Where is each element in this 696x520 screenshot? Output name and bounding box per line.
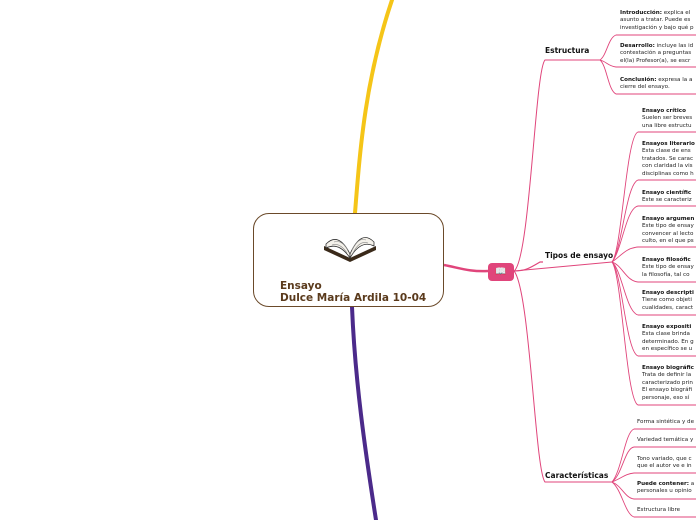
tipos-item-biografico[interactable]: Ensayo biográfic Trata de definir la car… [642,365,694,402]
item-line: culto, en el que ps [642,238,694,244]
caracteristicas-item-variedad[interactable]: Variedad temática y [637,437,693,444]
central-title-line: Ensayo [280,280,426,292]
purple-branch [352,307,376,520]
branch-label-estructura[interactable]: Estructura [545,46,589,55]
estructura-item-desarrollo[interactable]: Desarrollo: incluye las id contestación … [620,43,693,65]
item-line: caracterizado prin [642,380,693,386]
item-title: Ensayo argumen [642,216,694,222]
item-title: Ensayo biográfic [642,365,694,371]
link-tipos [514,262,612,271]
item-title: Puede contener: [637,481,689,487]
link-estructura [514,60,600,271]
book-badge-icon[interactable]: 📖 [488,263,514,281]
item-line: Esta clase de ens [642,148,691,154]
caracteristicas-item-tono[interactable]: Tono variado, que c que el autor ve e in [637,456,692,471]
tipos-item-filosofico[interactable]: Ensayo filosófic Este tipo de ensay la f… [642,257,694,279]
central-topic-node[interactable]: Ensayo Dulce María Ardila 10-04 [253,213,444,307]
tipos-item-literario[interactable]: Ensayos literario Esta clase de ens trat… [642,141,695,178]
item-line: Esta clase brinda [642,331,690,337]
estructura-item-conclusion[interactable]: Conclusión: expresa la a cierre del ensa… [620,77,692,92]
item-line: Estructura libre [637,507,680,513]
item-title: Desarrollo: [620,43,655,49]
item-line: Forma sintética y de [637,419,694,425]
item-line: personales u opinio [637,488,692,494]
pink-main-branch [444,265,488,271]
item-line: con claridad la vis [642,163,693,169]
item-line: la filosofía, tal co [642,272,690,278]
item-line: contestación a preguntas [620,50,691,56]
item-line: explica el [662,10,690,16]
yellow-branch [355,0,392,213]
item-title: Conclusión: [620,77,656,83]
tipos-item-argumentativo[interactable]: Ensayo argumen Este tipo de ensay conven… [642,216,694,246]
item-line: convencer al lecto [642,231,693,237]
item-line: una libre estructu [642,123,692,129]
caracteristicas-item-estructura[interactable]: Estructura libre [637,507,680,514]
item-title: Ensayo descripti [642,290,694,296]
link-caracteristicas [514,271,612,482]
tipos-item-expositivo[interactable]: Ensayo expositi Esta clase brinda determ… [642,324,694,354]
item-line: Este tipo de ensay [642,264,694,270]
caracteristicas-item-forma[interactable]: Forma sintética y de [637,419,694,426]
item-line: Este tipo de ensay [642,223,694,229]
estructura-item-introduccion[interactable]: Introducción: explica el asunto a tratar… [620,10,694,32]
item-line: personaje, eso sí [642,395,689,401]
branch-label-tipos[interactable]: Tipos de ensayo [545,251,613,260]
item-line: tratados. Se carac [642,156,693,162]
item-title: Introducción: [620,10,662,16]
item-line: determinado. En g [642,339,694,345]
caracteristicas-item-contener[interactable]: Puede contener: a personales u opinio [637,481,694,496]
book-icon: 📖 [495,267,506,277]
item-line: incluye las id [655,43,693,49]
item-line: Tono variado, que c [637,456,692,462]
item-line: cierre del ensayo. [620,84,670,90]
item-line: Trata de definir la [642,372,691,378]
item-line: en específico se u [642,346,692,352]
item-title: Ensayo expositi [642,324,691,330]
item-line: expresa la a [656,77,692,83]
tipos-item-descriptivo[interactable]: Ensayo descripti Tiene como objeti cuali… [642,290,694,312]
item-line: que el autor ve e in [637,463,692,469]
item-line: Variedad temática y [637,437,693,443]
item-title: Ensayo crítico [642,108,686,114]
central-title: Ensayo Dulce María Ardila 10-04 [280,280,426,304]
item-line: el(la) Profesor(a), se escr [620,58,690,64]
item-line: investigación y bajo qué p [620,25,694,31]
item-line: disciplinas como h [642,171,694,177]
item-title: Ensayo filosófic [642,257,691,263]
item-line: Tiene como objeti [642,297,692,303]
tipos-item-cientifico[interactable]: Ensayo científic Este se caracteriz [642,190,692,205]
item-line: cualidades, caract [642,305,693,311]
item-title: Ensayos literario [642,141,695,147]
central-subtitle-line: Dulce María Ardila 10-04 [280,292,426,304]
item-line: a [689,481,694,487]
item-line: Suelen ser breves [642,115,692,121]
item-line: asunto a tratar. Puede es [620,17,690,23]
item-title: Ensayo científic [642,190,691,196]
open-book-icon [320,228,380,268]
tipos-item-critico[interactable]: Ensayo crítico Suelen ser breves una lib… [642,108,692,130]
item-line: El ensayo biográfi [642,387,692,393]
item-line: Este se caracteriz [642,197,692,203]
branch-label-caracteristicas[interactable]: Características [545,471,608,480]
